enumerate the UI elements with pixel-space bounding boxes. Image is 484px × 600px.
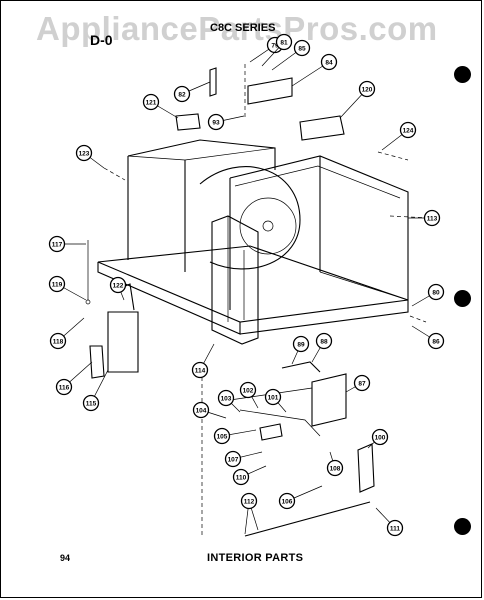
- callout-115: 115: [82, 369, 109, 412]
- svg-text:80: 80: [432, 290, 440, 297]
- svg-text:123: 123: [79, 151, 90, 158]
- svg-text:84: 84: [325, 60, 333, 67]
- callout-121: 121: [142, 93, 179, 119]
- model-code: D-0: [90, 32, 113, 48]
- svg-text:114: 114: [195, 368, 206, 375]
- callout-85: 85: [271, 39, 311, 71]
- callout-113: 113: [408, 209, 441, 227]
- callout-86: 86: [411, 325, 445, 350]
- svg-text:119: 119: [52, 282, 63, 289]
- svg-text:93: 93: [212, 120, 220, 127]
- callout-110: 110: [232, 465, 267, 486]
- svg-text:118: 118: [53, 339, 64, 346]
- callout-111: 111: [375, 507, 404, 537]
- svg-text:111: 111: [390, 526, 401, 533]
- callout-108: 108: [326, 451, 344, 477]
- callout-114: 114: [191, 343, 215, 379]
- callout-87: 87: [345, 374, 371, 393]
- svg-text:86: 86: [432, 339, 440, 346]
- top-cover: [175, 67, 345, 141]
- callout-107: 107: [224, 450, 263, 468]
- svg-text:117: 117: [52, 242, 63, 249]
- callout-101: 101: [264, 388, 287, 413]
- svg-text:102: 102: [243, 388, 254, 395]
- svg-text:107: 107: [228, 457, 239, 464]
- svg-text:89: 89: [297, 342, 305, 349]
- callout-82: 82: [173, 81, 211, 103]
- svg-text:87: 87: [358, 381, 366, 388]
- callout-117: 117: [48, 235, 86, 253]
- diagram-caption: INTERIOR PARTS: [207, 552, 304, 564]
- callout-119: 119: [48, 275, 87, 301]
- svg-text:85: 85: [298, 46, 306, 53]
- svg-text:121: 121: [146, 100, 157, 107]
- svg-text:115: 115: [86, 401, 97, 408]
- callout-123: 123: [75, 144, 105, 169]
- svg-text:105: 105: [217, 434, 228, 441]
- svg-text:112: 112: [244, 499, 255, 506]
- control-assembly: [201, 361, 375, 537]
- base-pan: [97, 245, 409, 335]
- callout-120: 120: [339, 80, 376, 119]
- svg-text:101: 101: [268, 395, 279, 402]
- callout-122: 122: [109, 276, 127, 301]
- svg-text:110: 110: [236, 475, 247, 482]
- callout-88: 88: [311, 332, 333, 363]
- svg-text:100: 100: [375, 435, 386, 442]
- svg-text:106: 106: [282, 499, 293, 506]
- callout-105: 105: [213, 427, 257, 445]
- svg-text:108: 108: [330, 466, 341, 473]
- svg-text:113: 113: [427, 216, 438, 223]
- page-number: 94: [60, 553, 71, 563]
- svg-text:116: 116: [59, 385, 70, 392]
- callout-102: 102: [239, 381, 259, 409]
- binder-hole-bottom: [454, 518, 471, 535]
- callout-93: 93: [207, 113, 245, 131]
- callout-89: 89: [291, 335, 310, 365]
- callout-104: 104: [192, 401, 227, 419]
- callout-103: 103: [217, 389, 241, 413]
- svg-text:103: 103: [221, 396, 232, 403]
- callout-106: 106: [278, 485, 323, 510]
- callout-118: 118: [49, 317, 85, 350]
- watermark: AppliancePartsPros.com: [36, 10, 438, 47]
- callout-112: 112: [240, 492, 259, 535]
- svg-text:122: 122: [113, 283, 124, 290]
- svg-text:81: 81: [280, 40, 288, 47]
- series-title: C8C SERIES: [210, 22, 276, 34]
- callout-81: 81: [261, 33, 293, 67]
- blower-housing: [127, 139, 301, 272]
- callout-116: 116: [55, 361, 93, 396]
- binder-hole-top: [454, 66, 471, 83]
- side-panel: [211, 215, 259, 345]
- svg-text:82: 82: [178, 92, 186, 99]
- svg-text:104: 104: [196, 408, 207, 415]
- svg-text:88: 88: [320, 339, 328, 346]
- svg-text:79: 79: [271, 43, 279, 50]
- cabinet-box: [229, 155, 409, 310]
- svg-text:120: 120: [362, 87, 373, 94]
- callout-80: 80: [411, 283, 445, 307]
- callout-124: 124: [381, 121, 417, 151]
- guide-lines: [103, 64, 431, 323]
- callout-84: 84: [291, 53, 338, 87]
- callout-100: 100: [367, 428, 389, 449]
- binder-hole-middle: [454, 290, 471, 307]
- svg-text:124: 124: [403, 128, 414, 135]
